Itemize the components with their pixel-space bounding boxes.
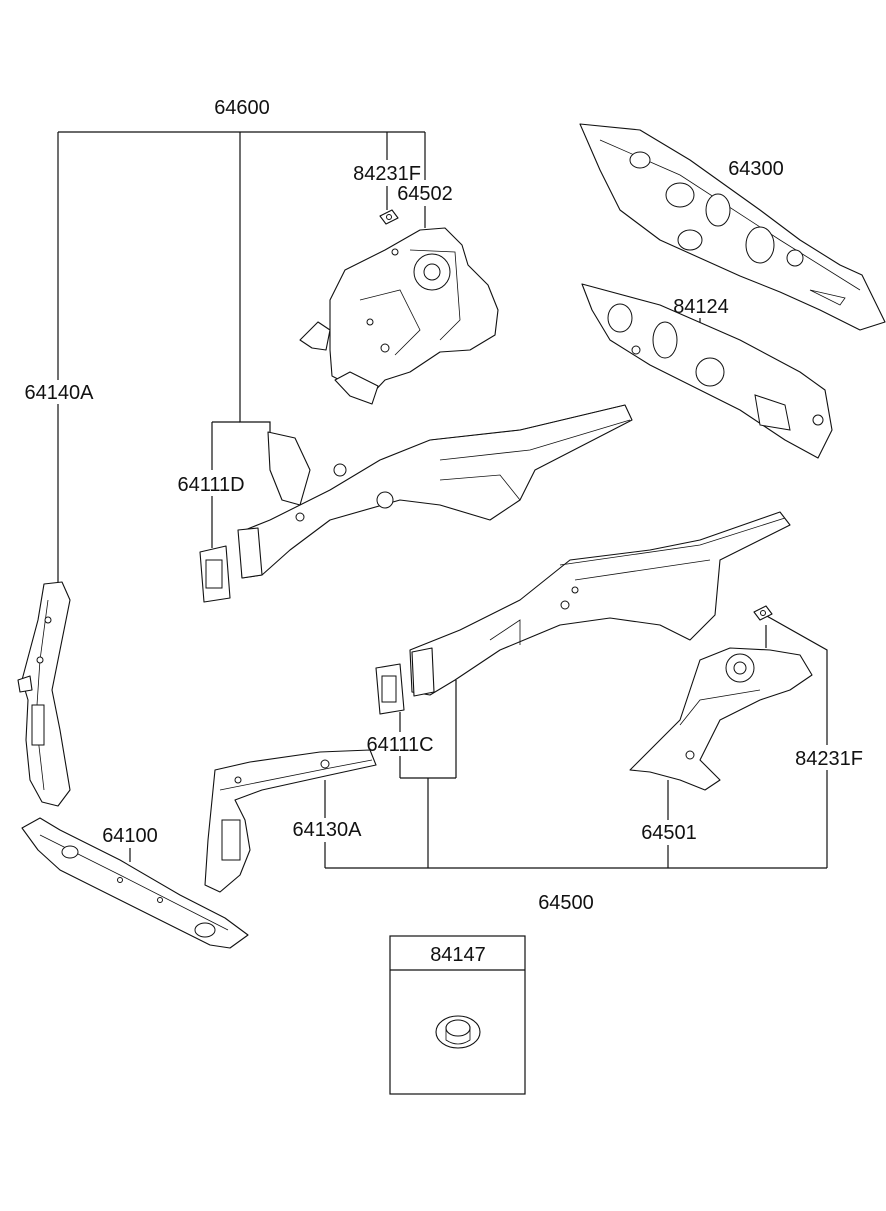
support-part-64130A: [204, 749, 377, 893]
apron-part-64502: [299, 209, 499, 405]
label-84124: 84124: [673, 296, 729, 318]
label-84231F-top: 84231F: [353, 163, 421, 185]
front-rail-part-64111C: [375, 511, 791, 715]
side-panel-64140A: [17, 581, 71, 807]
callout-box: [389, 935, 526, 1095]
label-64600: 64600: [214, 97, 270, 119]
insulator-part-84124: [581, 283, 833, 459]
label-84231F-right: 84231F: [795, 748, 863, 770]
label-64140A: 64140A: [25, 382, 95, 404]
label-64111C: 64111C: [366, 734, 433, 756]
lower-member-64100: [21, 817, 249, 949]
label-84147: 84147: [430, 944, 486, 966]
label-64300: 64300: [728, 158, 784, 180]
label-64111D: 64111D: [177, 474, 244, 496]
apron-part-64501: [629, 605, 813, 791]
part-labels: 64600 84231F 64502 64300 84124 64140A 64…: [25, 97, 863, 966]
plug-icon: [435, 1015, 481, 1049]
label-64130A: 64130A: [293, 819, 363, 841]
front-rail-part-64111D: [199, 404, 633, 603]
label-64501: 64501: [641, 822, 697, 844]
label-64100: 64100: [102, 825, 158, 847]
part-84147-callout: [389, 935, 526, 1095]
label-64500: 64500: [538, 892, 594, 914]
dash-panel-64300: [579, 123, 886, 331]
label-64502: 64502: [397, 183, 453, 205]
